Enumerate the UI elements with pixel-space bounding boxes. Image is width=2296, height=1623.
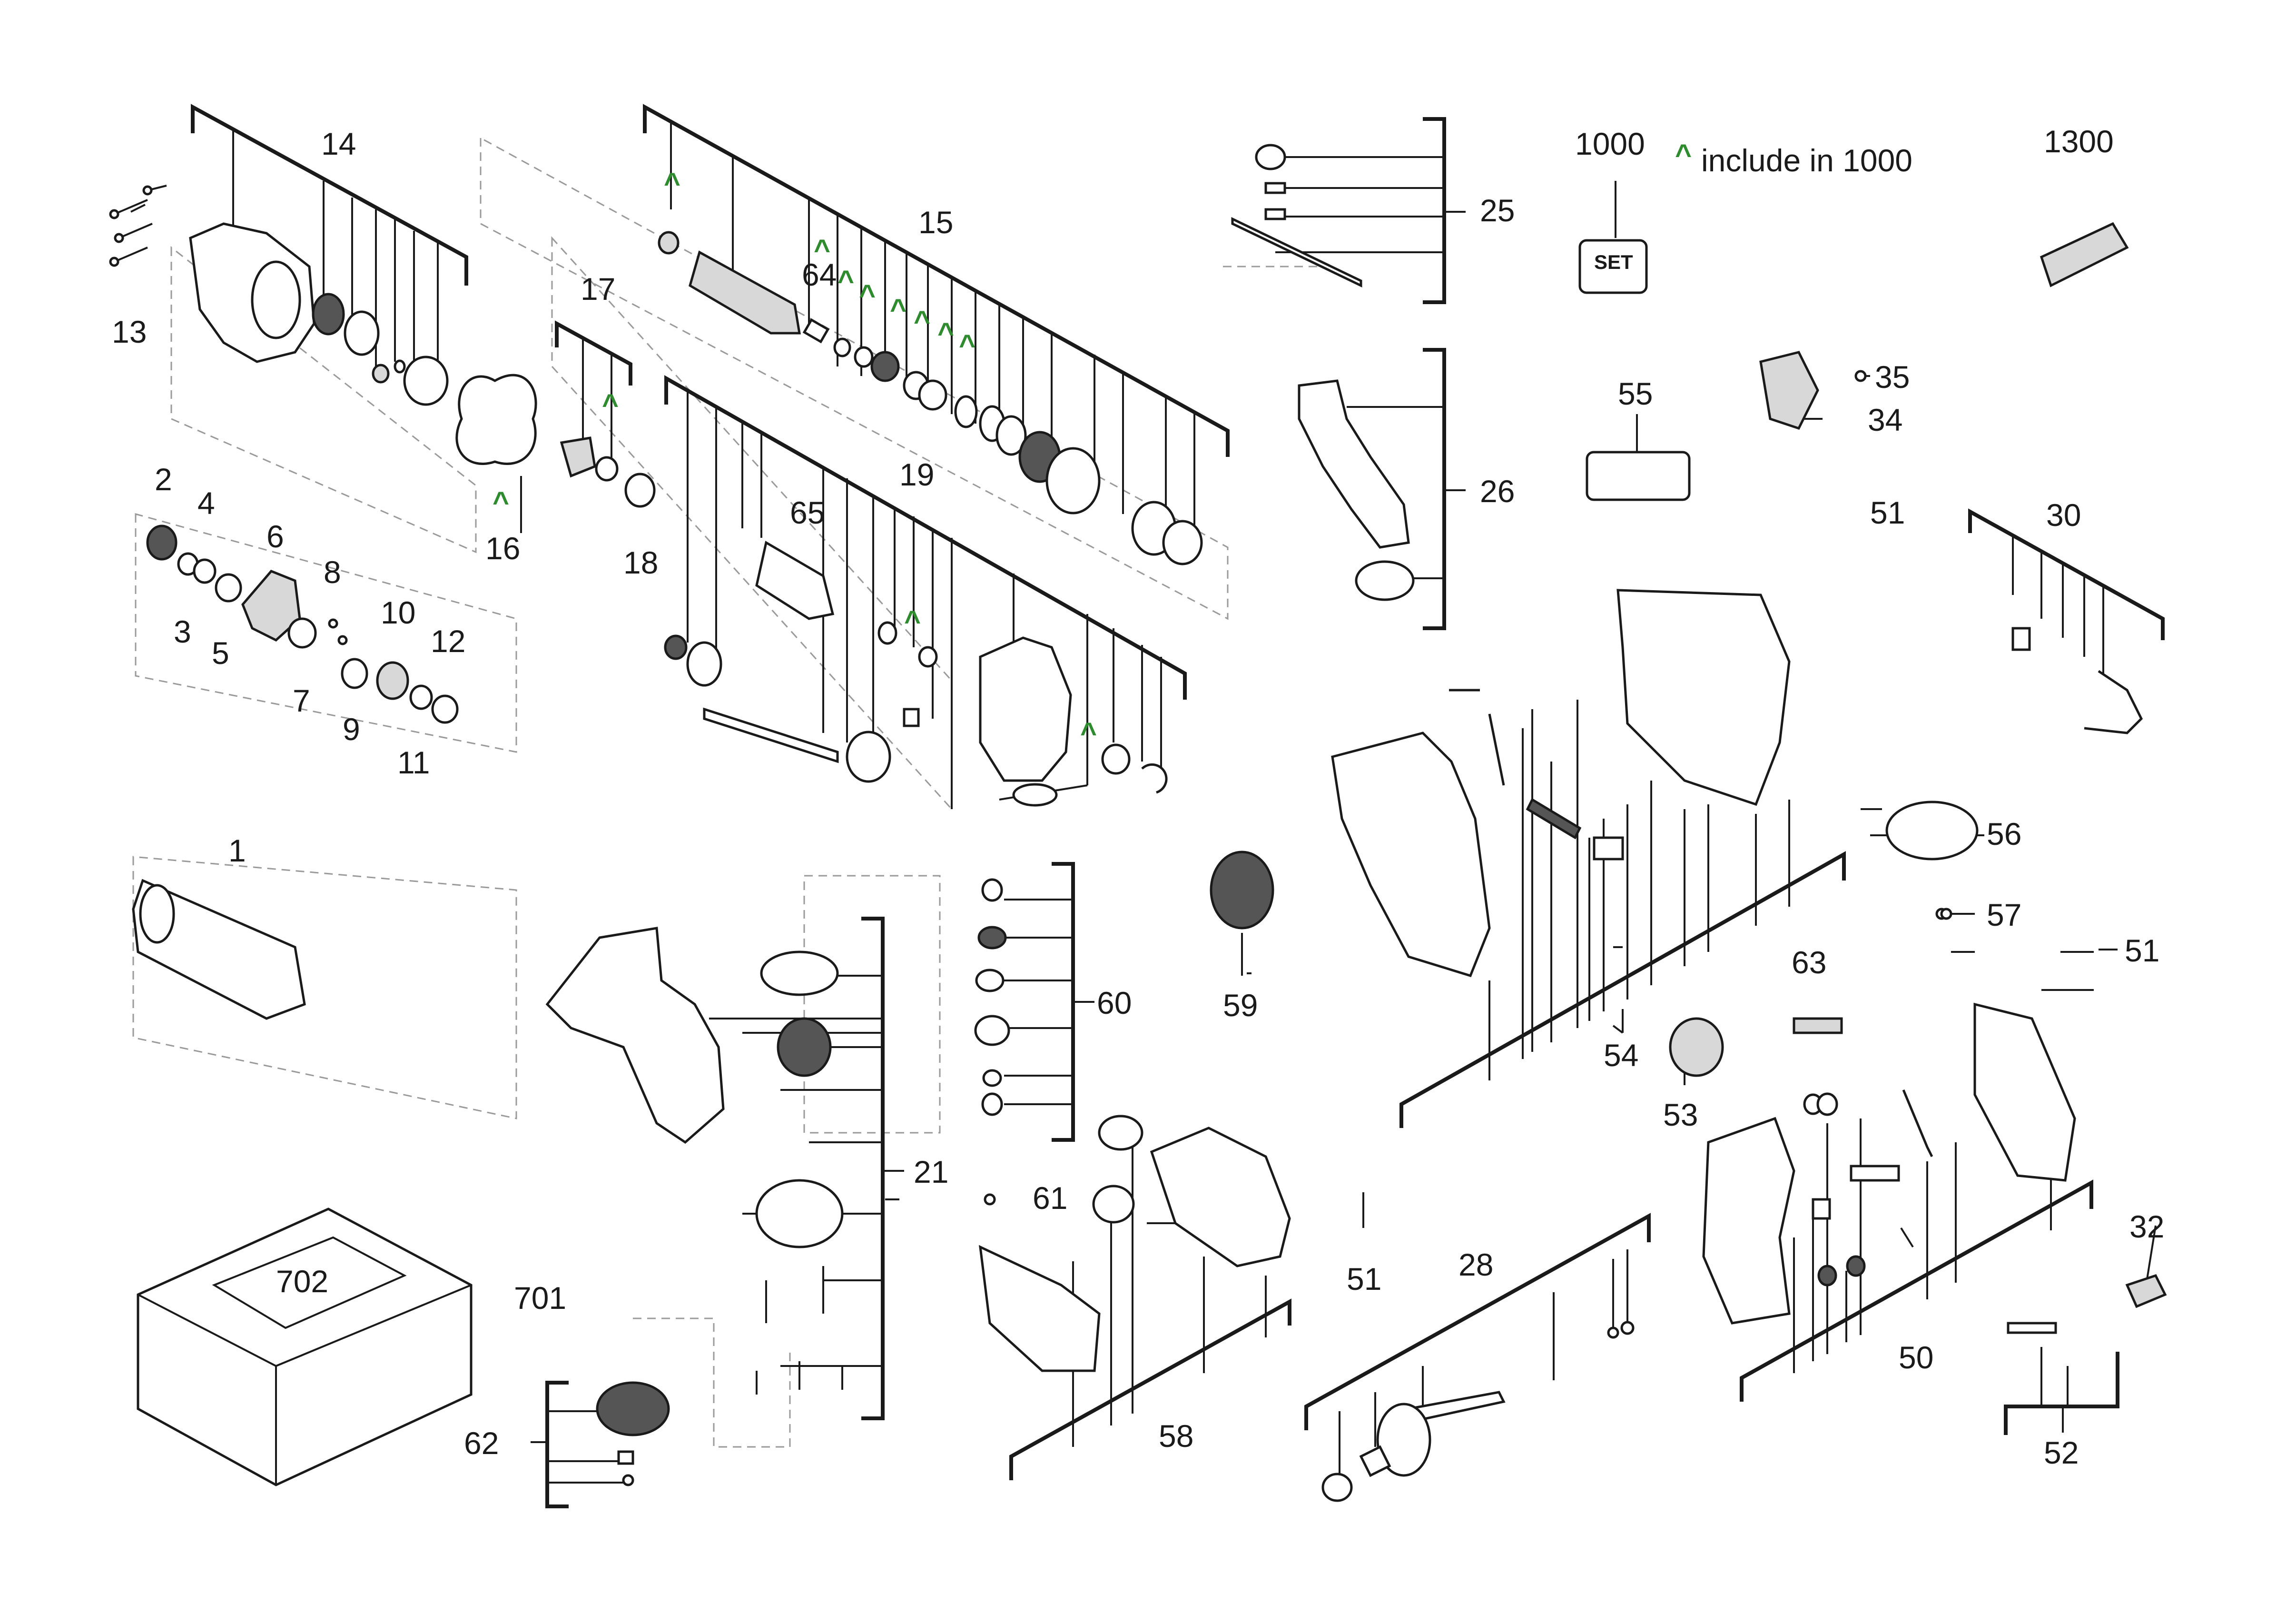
label-10: 10 [381,595,415,630]
label-8: 8 [324,554,341,590]
label-34: 34 [1868,402,1902,437]
clip-32 [2125,1274,2167,1308]
label-50: 50 [1899,1340,1933,1375]
label-55 [1586,451,1691,501]
label-701: 701 [514,1280,566,1316]
label-21: 21 [914,1154,948,1189]
label-35: 35 [1875,359,1910,395]
cap-56 [1885,801,1979,861]
label-61: 61 [1033,1180,1067,1216]
set-badge [1578,239,1648,294]
label-4: 4 [197,485,215,521]
label-59: 59 [1223,988,1258,1023]
o-ring-16 [455,374,537,465]
grease-tube-1300 [2040,222,2129,287]
brackets [130,104,2165,1508]
label-58: 58 [1159,1418,1193,1454]
label-25: 25 [1480,193,1515,228]
main-housing-54 [1331,732,1491,978]
label-54: 54 [1604,1038,1638,1073]
motor-housing-58 [1150,1127,1291,1267]
label-1300: 1300 [2044,124,2114,159]
parts: SET [109,144,2167,1502]
label-18: 18 [623,545,658,580]
label-55: 55 [1618,376,1653,411]
label-63: 63 [1792,945,1826,980]
label-7: 7 [293,683,310,718]
caret-mark: ^ [664,167,680,199]
label-65: 65 [790,495,825,530]
label-56: 56 [1987,816,2021,851]
label-30: 30 [2046,497,2081,533]
label-14: 14 [321,126,356,161]
legend-note: include in 1000 [1701,143,1912,178]
label-1000: 1000 [1575,126,1645,161]
label-19: 19 [899,457,934,492]
caret-mark: ^ [937,317,954,349]
include-markers: ^ ^ ^ ^ ^ ^ ^ ^ ^ ^ ^ ^ [493,167,1097,749]
label-16: 16 [485,531,520,566]
ring-53 [1669,1017,1724,1077]
caret-mark: ^ [814,234,830,266]
fan-62 [596,1381,670,1436]
label-60: 60 [1097,985,1132,1020]
dust-hose-26 [1298,379,1410,549]
label-51-bottom: 51 [1347,1261,1381,1296]
label-702: 702 [276,1264,328,1299]
hose-30 [2084,670,2143,734]
label-53: 53 [1663,1097,1698,1132]
part-labels: 14 13 15 64 17 16 18 65 19 2 4 6 8 3 5 1… [112,124,2164,1470]
legend-caret: ^ [1675,139,1692,170]
dashed-guides [132,137,1323,1448]
label-62: 62 [464,1425,499,1461]
carrying-case-701 [137,1207,473,1486]
label-3: 3 [174,614,191,649]
label-51-top: 51 [1870,495,1905,530]
label-5: 5 [212,635,229,671]
label-52: 52 [2044,1435,2079,1470]
label-51-right: 51 [2125,933,2159,968]
spindle-15 [689,250,801,335]
label-9: 9 [343,712,360,747]
electronics-21 [545,927,725,1144]
crank-housing-19 [979,636,1072,782]
label-1: 1 [228,833,246,868]
caret-mark: ^ [602,388,619,420]
label-26: 26 [1480,474,1515,509]
caret-mark: ^ [959,329,976,361]
cylinder-65 [755,541,835,620]
screws-13 [109,185,167,267]
set-badge-text: SET [1594,251,1633,273]
label-6: 6 [266,519,284,554]
caret-mark: ^ [1080,717,1097,749]
label-17: 17 [581,271,615,307]
label-32: 32 [2129,1209,2164,1244]
caret-mark: ^ [493,486,509,518]
caret-mark: ^ [859,279,876,311]
caret-mark: ^ [914,305,930,337]
label-11: 11 [397,745,430,780]
label-12: 12 [431,623,465,659]
label-13: 13 [112,314,147,349]
tube-1 [132,879,306,1020]
caret-mark: ^ [890,293,907,325]
filter-59 [1210,851,1274,930]
label-15: 15 [918,205,953,240]
label-57: 57 [1987,897,2021,932]
caret-mark: ^ [838,265,854,297]
caret-mark: ^ [904,605,921,637]
label-64: 64 [802,257,837,292]
label-2: 2 [155,462,172,497]
handle-50 [1702,1117,1795,1325]
label-28: 28 [1458,1247,1493,1282]
